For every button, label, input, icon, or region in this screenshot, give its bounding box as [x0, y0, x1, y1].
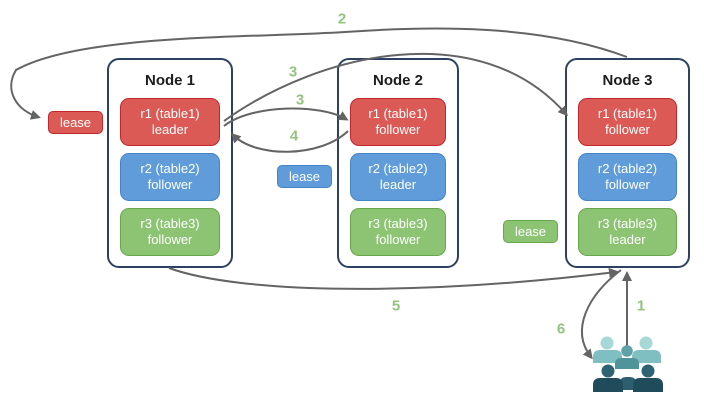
replica-r1-node2: r1 (table1) follower — [350, 98, 446, 146]
node-card-3: Node 3 r1 (table1) follower r2 (table2) … — [565, 58, 690, 268]
lease-badge-r1: lease — [48, 111, 103, 134]
replica-r3-node2: r3 (table3) follower — [350, 208, 446, 256]
flow-step-label-5: 5 — [391, 297, 401, 315]
lease-badge-r3: lease — [503, 220, 558, 243]
replica-role: follower — [375, 122, 421, 137]
replica-name: r3 (table3) — [140, 216, 200, 231]
replica-role: follower — [147, 177, 193, 192]
flow-step-label-1: 1 — [636, 297, 646, 315]
replica-name: r1 (table1) — [140, 106, 200, 121]
replica-name: r3 (table3) — [368, 216, 428, 231]
user-head — [641, 364, 655, 378]
flow-step-label-4: 4 — [289, 127, 299, 145]
lease-badge-r2: lease — [277, 165, 332, 188]
user-head — [621, 345, 633, 357]
replica-r3-node1: r3 (table3) follower — [120, 208, 220, 256]
replica-name: r1 (table1) — [368, 106, 428, 121]
flow-step-label-3a: 3 — [288, 63, 298, 81]
replica-r1-node3: r1 (table1) follower — [578, 98, 677, 146]
user-head — [601, 364, 615, 378]
node-title: Node 1 — [144, 72, 195, 89]
node-title: Node 3 — [602, 72, 653, 89]
node-card-1: Node 1 r1 (table1) leader r2 (table2) fo… — [107, 58, 233, 268]
replica-r2-node2: r2 (table2) leader — [350, 153, 446, 201]
arrow-step-3-replicate-to-node2 — [223, 107, 349, 127]
replica-r2-node1: r2 (table2) follower — [120, 153, 220, 201]
replica-role: leader — [609, 232, 646, 247]
replica-name: r2 (table2) — [368, 161, 428, 176]
arrow-step-5-respond-to-gateway — [168, 267, 619, 290]
replica-name: r2 (table2) — [140, 161, 200, 176]
replica-role: follower — [375, 232, 421, 247]
flow-step-label-3b: 3 — [295, 91, 305, 109]
replica-role: leader — [151, 122, 189, 137]
replica-name: r1 (table1) — [597, 106, 658, 121]
replica-role: leader — [379, 177, 417, 192]
replica-role: follower — [147, 232, 193, 247]
users-group-icon — [593, 336, 663, 392]
user-head — [639, 336, 653, 350]
arrow-step-2-route-to-leaseholder — [10, 27, 628, 120]
node-title: Node 2 — [372, 72, 423, 89]
node-card-2: Node 2 r1 (table1) follower r2 (table2) … — [337, 58, 459, 268]
user-head — [600, 336, 614, 350]
replica-name: r2 (table2) — [597, 161, 658, 176]
user-body — [593, 378, 623, 392]
flow-step-label-2: 2 — [337, 10, 347, 28]
replica-role: follower — [605, 177, 650, 192]
replica-name: r3 (table3) — [597, 216, 658, 231]
replica-role: follower — [605, 122, 650, 137]
user-body — [633, 378, 663, 392]
user-body — [615, 358, 639, 369]
replica-r1-node1: r1 (table1) leader — [120, 98, 220, 146]
user-body — [632, 350, 661, 363]
replica-r3-node3: r3 (table3) leader — [578, 208, 677, 256]
user-body — [620, 377, 636, 390]
replica-r2-node3: r2 (table2) follower — [578, 153, 677, 201]
flow-step-label-6: 6 — [556, 320, 566, 338]
